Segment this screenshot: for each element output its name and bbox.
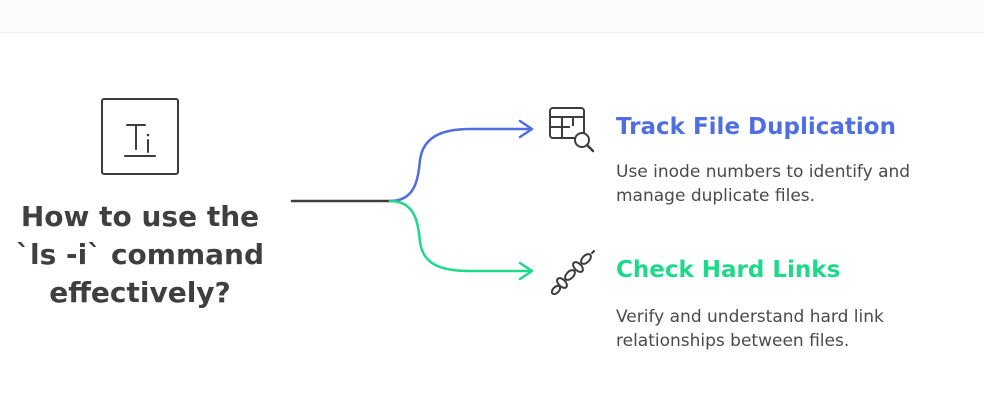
description-line: relationships between files.: [616, 331, 850, 351]
question-line: How to use the: [20, 200, 260, 233]
branch-line-hardlinks: [388, 199, 532, 273]
branch-line-track: [388, 127, 532, 203]
top-bar: [0, 0, 984, 33]
description-line: manage duplicate files.: [616, 186, 816, 206]
description-line: Use inode numbers to identify and: [616, 162, 911, 182]
branch-title-hardlinks: Check Hard Links: [616, 257, 841, 283]
arrowhead-hardlinks: [518, 261, 534, 281]
question-line: `ls -i` command: [15, 238, 265, 271]
text-type-icon: [101, 98, 179, 175]
chain-link-icon: [548, 250, 596, 302]
description-line: Verify and understand hard link: [616, 307, 884, 327]
table-search-icon: [548, 106, 596, 158]
branch-title-track: Track File Duplication: [616, 114, 896, 140]
branch-description-track: Use inode numbers to identify and manage…: [616, 160, 966, 208]
question-line: effectively?: [49, 276, 231, 309]
branch-description-hardlinks: Verify and understand hard link relation…: [616, 305, 966, 353]
central-question: How to use the `ls -i` command effective…: [0, 198, 280, 312]
arrowhead-track: [518, 119, 534, 139]
